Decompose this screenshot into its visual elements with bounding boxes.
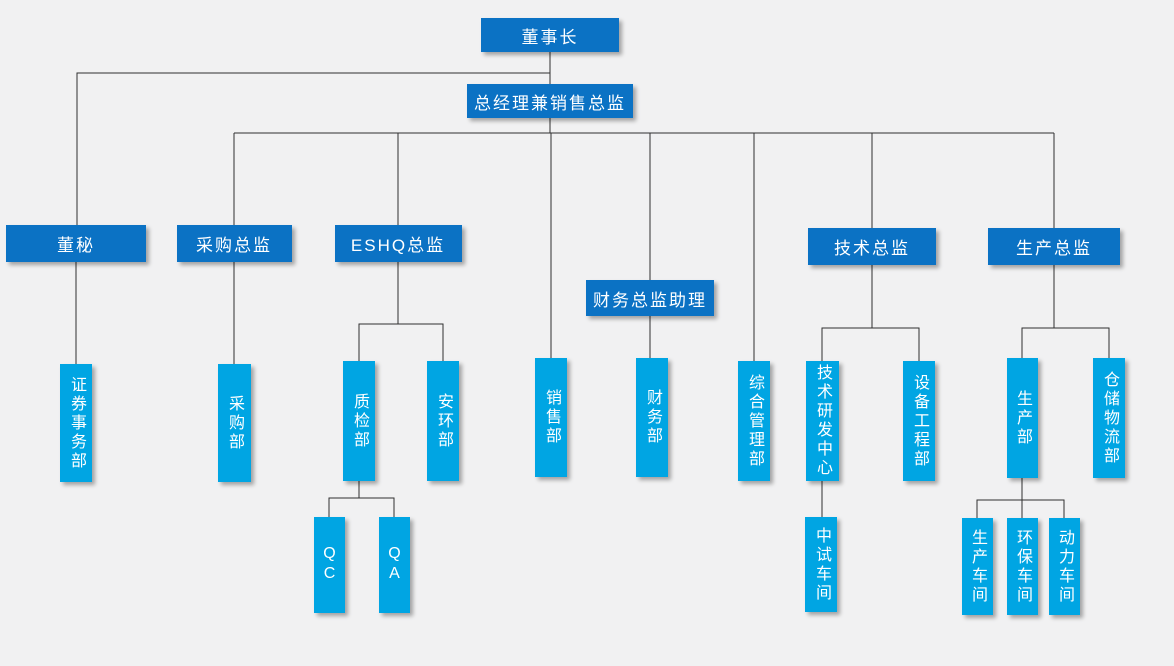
- connector-quality-inspection-to-qc: [328, 481, 360, 517]
- org-node-gm-sales-director: 总经理兼销售总监: [467, 84, 633, 118]
- org-node-label: 证券事务部: [68, 375, 85, 471]
- org-node-qa: QA: [378, 517, 410, 613]
- org-node-label: 采购部: [226, 394, 243, 452]
- org-node-label: 生产部: [1014, 389, 1031, 447]
- org-node-label: 技术总监: [834, 239, 910, 258]
- org-node-label: 生产车间: [969, 528, 986, 605]
- connector-eshq-to-quality-inspection: [358, 262, 399, 361]
- org-node-sales-dept: 销售部: [535, 358, 567, 477]
- org-node-label: QC: [321, 545, 338, 585]
- org-node-label: 仓储物流部: [1101, 370, 1118, 466]
- org-node-label: 董秘: [57, 236, 95, 255]
- org-node-chairman: 董事长: [481, 18, 619, 52]
- org-node-power-workshop: 动力车间: [1048, 518, 1080, 615]
- org-node-procurement-director: 采购总监: [176, 225, 292, 262]
- org-node-qc: QC: [313, 517, 345, 613]
- org-node-securities-affairs-dept: 证券事务部: [60, 364, 92, 482]
- org-node-eshq-director: ESHQ总监: [334, 225, 462, 262]
- connector-eshq-to-safety-environment: [398, 323, 444, 361]
- org-node-finance-director-assistant: 财务总监助理: [586, 280, 714, 316]
- connector-production-director-to-warehouse: [1054, 327, 1110, 358]
- connector-quality-inspection-to-qa: [359, 497, 395, 517]
- org-node-label: 环保车间: [1014, 528, 1031, 605]
- org-node-equipment-engineering-dept: 设备工程部: [903, 361, 935, 481]
- org-node-label: 采购总监: [196, 236, 272, 255]
- org-node-label: 财务部: [644, 389, 661, 446]
- org-node-label: 动力车间: [1056, 528, 1073, 605]
- org-node-label: 总经理兼销售总监: [474, 93, 626, 113]
- connector-tech-director-to-equipment: [872, 327, 920, 361]
- org-node-warehouse-logistics-dept: 仓储物流部: [1093, 358, 1125, 478]
- connector-chairman-to-board-secretary: [76, 72, 550, 225]
- org-node-board-secretary: 董秘: [6, 225, 146, 262]
- org-node-tech-director: 技术总监: [808, 228, 936, 265]
- org-node-pilot-workshop: 中试车间: [805, 517, 837, 612]
- org-node-label: QA: [386, 545, 403, 585]
- org-node-label: ESHQ总监: [350, 236, 446, 255]
- org-node-label: 质检部: [351, 392, 368, 450]
- org-node-finance-dept: 财务部: [636, 358, 668, 477]
- org-node-label: 安环部: [435, 392, 452, 450]
- org-node-label: 生产总监: [1016, 239, 1092, 258]
- org-node-tech-rd-center: 技术研发中心: [805, 361, 839, 481]
- org-node-quality-inspection-dept: 质检部: [343, 361, 375, 481]
- connector-tech-director-to-tech-rd: [821, 265, 873, 361]
- org-node-production-director: 生产总监: [988, 228, 1120, 265]
- org-node-label: 技术研发中心: [814, 364, 831, 478]
- org-node-label: 设备工程部: [911, 373, 928, 469]
- connector-production-dept-to-power: [1022, 499, 1065, 518]
- org-node-production-workshop: 生产车间: [961, 518, 993, 615]
- org-node-label: 财务总监助理: [593, 290, 707, 310]
- org-node-label: 综合管理部: [746, 373, 763, 469]
- org-node-label: 中试车间: [813, 526, 830, 603]
- org-node-production-dept: 生产部: [1006, 358, 1038, 478]
- connector-production-dept-to-production-ws: [976, 499, 1022, 518]
- org-node-environmental-workshop: 环保车间: [1006, 518, 1038, 615]
- org-node-label: 销售部: [543, 389, 560, 446]
- org-node-safety-environment-dept: 安环部: [427, 361, 459, 481]
- connector-production-director-to-production: [1021, 265, 1055, 358]
- org-node-procurement-dept: 采购部: [217, 364, 251, 482]
- org-node-label: 董事长: [521, 27, 579, 47]
- org-node-general-management-dept: 综合管理部: [738, 361, 770, 481]
